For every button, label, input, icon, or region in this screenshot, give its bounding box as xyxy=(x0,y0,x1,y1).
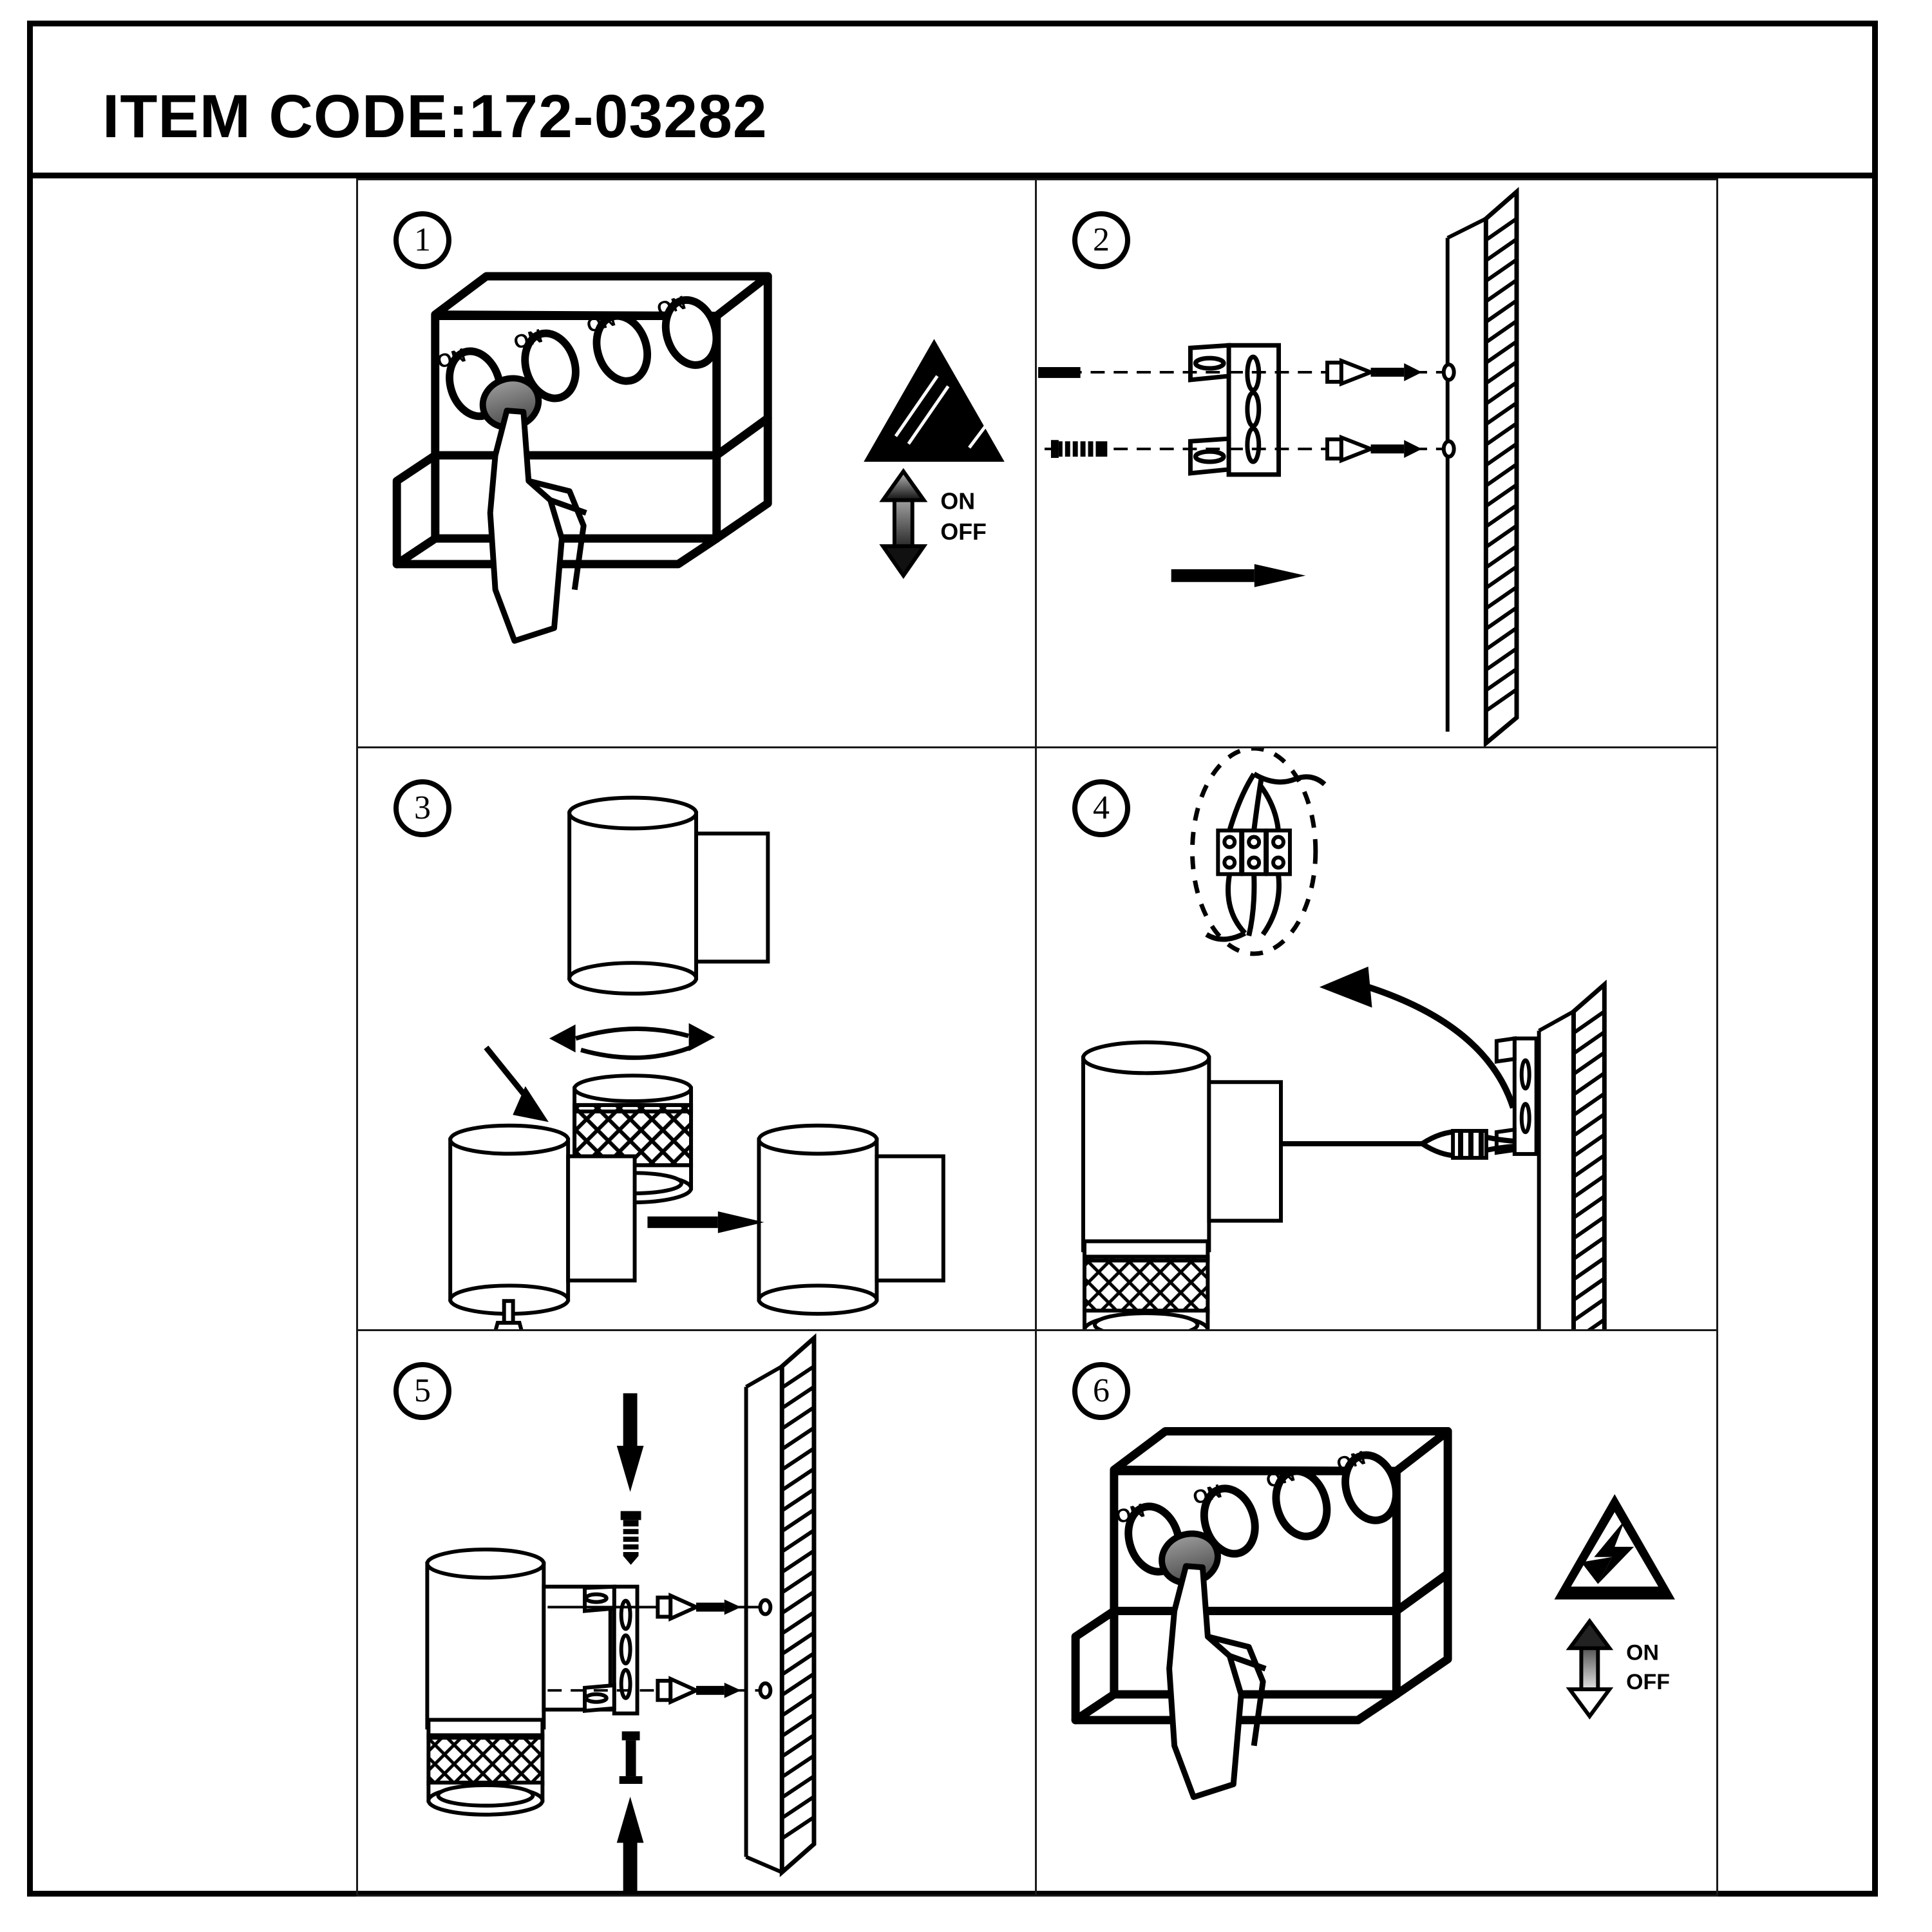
indicator-label-off: OFF xyxy=(940,519,986,545)
lamp-body-top xyxy=(567,795,770,996)
power-direction-indicator: ON OFF xyxy=(1554,1494,1675,1719)
header-bar: ITEM CODE:172-03282 xyxy=(33,26,1872,178)
wires xyxy=(1205,772,1327,942)
indicator-label-on: ON xyxy=(940,489,975,515)
lamp-assembled xyxy=(757,1123,945,1316)
step-panel-6: 6 xyxy=(1037,1331,1718,1897)
power-direction-indicator: ON OFF xyxy=(864,339,1005,580)
rotate-arrows-icon xyxy=(549,1023,715,1060)
indicator-label-on: ON xyxy=(1626,1640,1659,1665)
pointing-hand xyxy=(1166,1563,1267,1801)
indicator-label-off: OFF xyxy=(1626,1670,1670,1694)
insert-arrow-icon xyxy=(484,1045,549,1122)
step-1-illustration: ON ON ON ON xyxy=(358,180,1035,746)
wall-hole xyxy=(1441,439,1456,459)
fixing-set-top xyxy=(547,1593,773,1622)
lamp-body-bottom-left xyxy=(448,1123,637,1316)
wall-section xyxy=(744,1333,817,1877)
step-number-badge: 6 xyxy=(1072,1362,1130,1420)
up-arrow-icon xyxy=(616,1796,644,1895)
step-number-badge: 5 xyxy=(393,1362,451,1420)
wall-anchor-icon xyxy=(656,1593,741,1622)
mounting-bracket xyxy=(1188,343,1282,477)
push-direction-arrow-icon xyxy=(1171,564,1306,587)
step-number-badge: 3 xyxy=(393,779,451,837)
terminal-block-icon xyxy=(1216,828,1292,876)
screw-icon xyxy=(1050,440,1108,460)
callout-pointer-arrow-icon xyxy=(1319,966,1517,1109)
step-panel-1: 1 xyxy=(356,178,1037,748)
solid-triangle-icon xyxy=(864,339,1005,462)
step-number-badge: 1 xyxy=(393,211,451,269)
pointing-hand xyxy=(487,408,587,644)
mesh-ring xyxy=(426,1718,545,1817)
step-5-illustration xyxy=(358,1331,1035,1895)
step-number-badge: 4 xyxy=(1072,779,1130,837)
down-arrow-icon xyxy=(616,1393,644,1492)
step-panel-5: 5 xyxy=(356,1331,1037,1897)
up-down-arrow-icon xyxy=(1566,1618,1614,1719)
wall-anchor-icon xyxy=(1325,434,1423,464)
step-panel-4: 4 xyxy=(1037,748,1718,1331)
step-2-illustration xyxy=(1037,180,1716,746)
step-panel-2: 2 xyxy=(1037,178,1718,748)
step-6-illustration: ON ON ON ON xyxy=(1037,1331,1716,1895)
fixing-set-bottom xyxy=(547,1676,773,1705)
wall-section xyxy=(1445,187,1519,746)
wall-anchor-icon xyxy=(1325,357,1423,387)
instruction-sheet: ITEM CODE:172-03282 1 xyxy=(27,21,1878,1897)
wall-section xyxy=(1537,980,1607,1329)
step-3-illustration xyxy=(358,748,1035,1329)
steps-grid: 1 xyxy=(356,178,1718,1897)
next-step-arrow-icon xyxy=(647,1211,764,1233)
step-4-illustration xyxy=(1037,748,1716,1329)
item-code-label: ITEM CODE:172-03282 xyxy=(102,82,768,151)
step-number-badge: 2 xyxy=(1072,211,1130,269)
wall-anchor-icon xyxy=(656,1676,741,1705)
screw-icon-top xyxy=(620,1511,641,1565)
wall-hole xyxy=(1441,363,1456,382)
step-panel-3: 3 xyxy=(356,748,1037,1331)
mesh-ring xyxy=(1083,1239,1210,1329)
socket-connector xyxy=(493,1299,524,1329)
fixing-set-bottom xyxy=(1045,434,1456,464)
mounting-bracket xyxy=(1494,1036,1539,1156)
lamp-body xyxy=(1081,1040,1283,1253)
electric-hazard-triangle-icon xyxy=(1554,1494,1675,1600)
fixing-set-top xyxy=(1038,357,1456,387)
wiring-callout xyxy=(1189,748,1327,956)
screw-icon-bottom xyxy=(619,1731,643,1784)
lamp-to-bracket-wiring xyxy=(1280,1129,1515,1160)
up-down-arrow-icon xyxy=(879,468,928,580)
